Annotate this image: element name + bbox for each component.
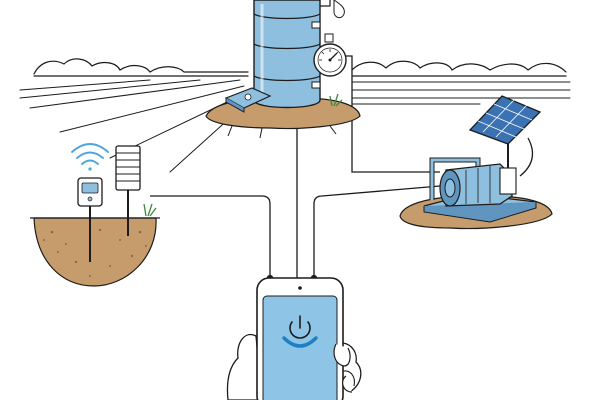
wire-sensor-to-phone <box>150 195 271 278</box>
soil-texture <box>43 228 147 277</box>
soil-sensor-area <box>30 143 160 287</box>
smartphone-icon[interactable] <box>256 277 344 400</box>
power-icon[interactable] <box>282 315 318 348</box>
weather-station-icon <box>115 145 157 236</box>
wifi-icon <box>71 143 109 171</box>
wire-pump-to-phone <box>313 185 441 278</box>
tank-control-box <box>224 87 272 113</box>
soil-moisture-sensor-icon <box>77 177 103 262</box>
smartphone-with-hand <box>226 277 362 400</box>
solar-panel-icon <box>468 95 542 168</box>
water-tank-icon <box>253 0 345 109</box>
hand-icon <box>226 334 362 400</box>
finger <box>342 375 353 393</box>
soil-cross-section <box>33 217 157 287</box>
field-rows-right <box>351 81 571 105</box>
wire-gauge-to-pump <box>346 55 440 173</box>
landscape <box>19 58 571 173</box>
pressure-gauge-icon <box>313 33 347 77</box>
field-rows-left <box>19 79 253 173</box>
water-tank <box>205 0 361 139</box>
wire-solar-to-pump <box>519 137 534 177</box>
pump-icon <box>423 157 537 223</box>
thumb <box>333 343 351 367</box>
water-drip-icon <box>333 0 345 19</box>
phone-camera <box>298 286 302 290</box>
phone-screen[interactable] <box>262 295 338 400</box>
pump-assembly <box>399 157 553 230</box>
grass-tuft <box>329 93 343 107</box>
horizon-hills <box>33 58 567 75</box>
power-status-arc <box>282 336 318 348</box>
